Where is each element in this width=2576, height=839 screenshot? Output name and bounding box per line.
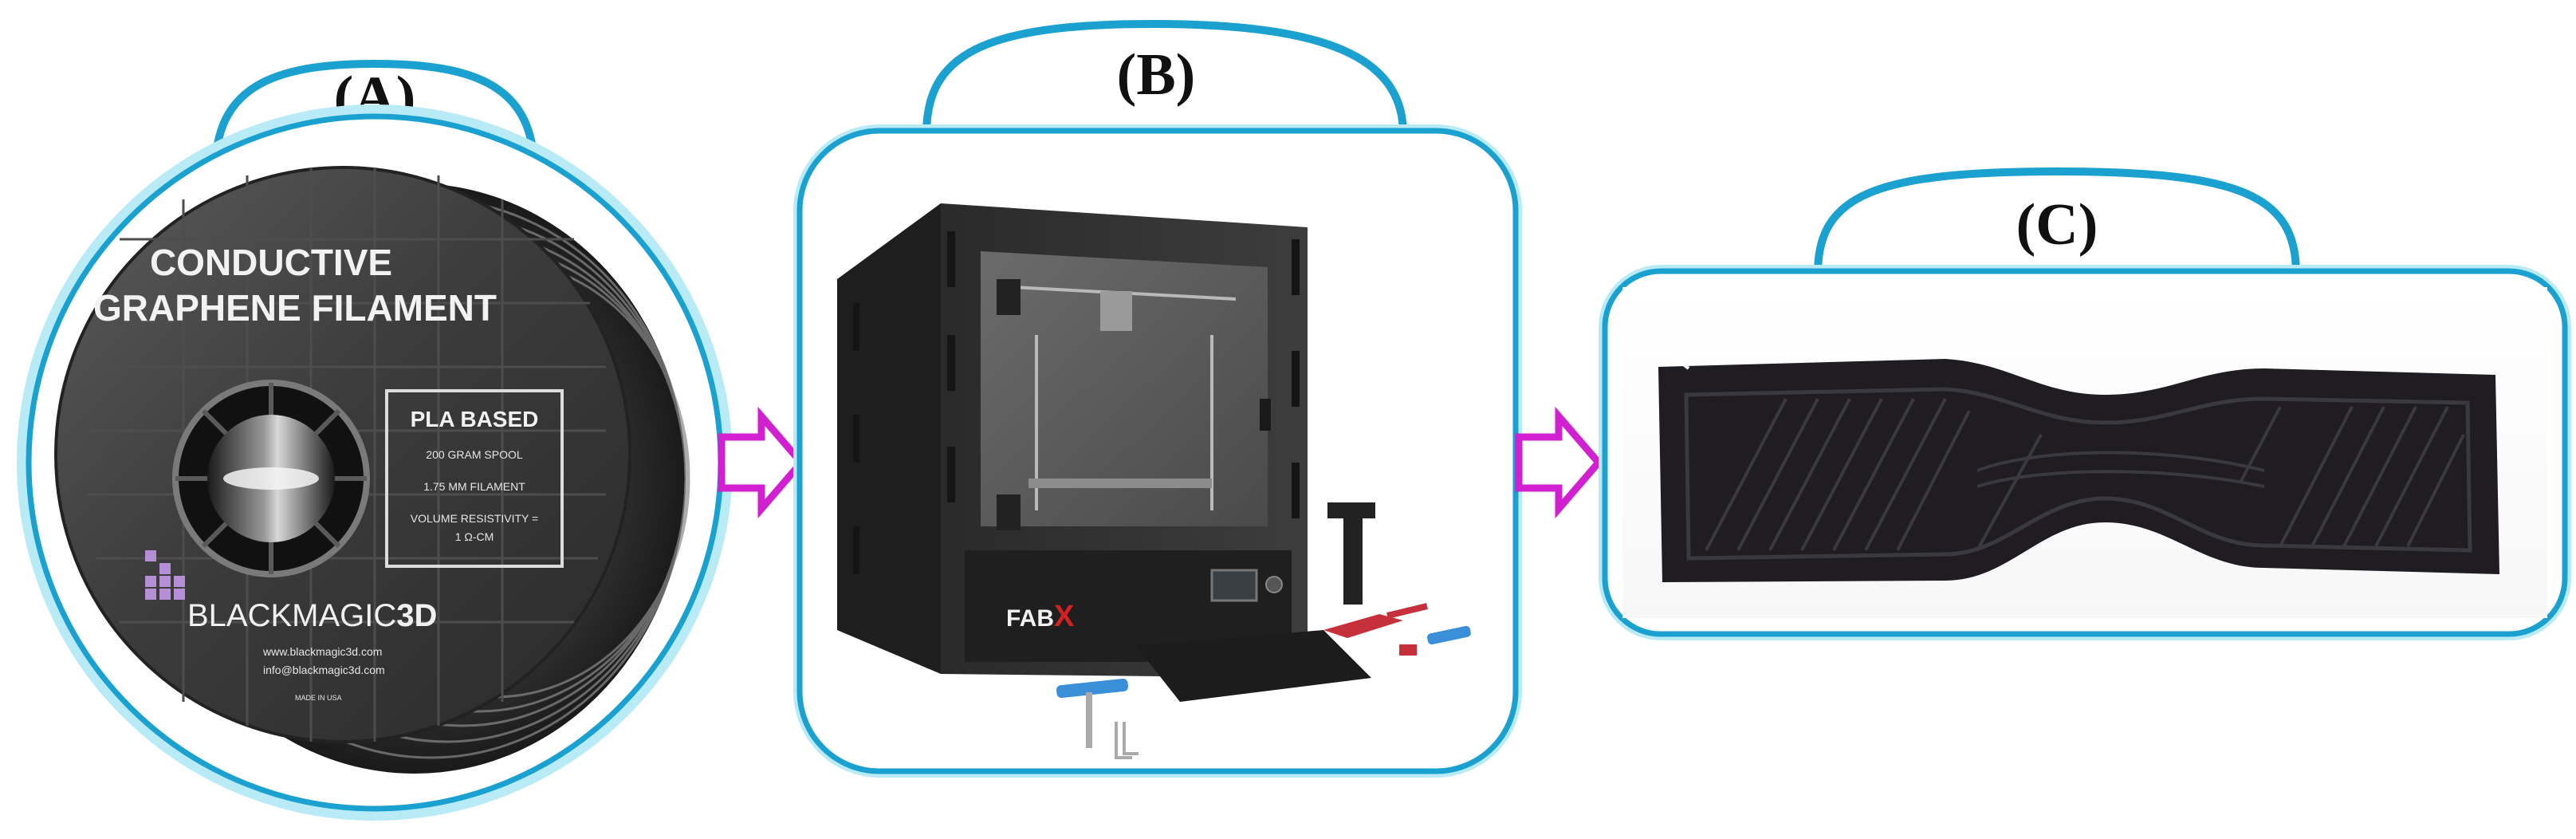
panel-b-tab bbox=[922, 19, 1407, 135]
arrow-b-to-c-icon bbox=[1515, 406, 1603, 519]
tool-t-wrench-icon bbox=[1056, 678, 1128, 748]
printer-brand: FABX bbox=[1006, 600, 1075, 633]
filament-spool-image: CONDUCTIVE GRAPHENE FILAMENT PLA BASED 2… bbox=[54, 166, 690, 774]
spool-info-line4: 1 Ω-CM bbox=[455, 530, 494, 543]
build-plate bbox=[1136, 630, 1371, 702]
3d-printer-image: FABX bbox=[837, 203, 1471, 759]
panel-c: (C) bbox=[1599, 167, 2571, 640]
tool-pliers-icon bbox=[1323, 603, 1428, 638]
spool-info-line1: 200 GRAM SPOOL bbox=[426, 448, 523, 461]
panel-b-label: (B) bbox=[1117, 42, 1196, 108]
spool-info-title: PLA BASED bbox=[411, 407, 539, 431]
panel-c-label: (C) bbox=[2016, 192, 2098, 258]
printer-knob bbox=[1265, 576, 1283, 593]
arrow-a-to-b-icon bbox=[718, 406, 806, 519]
panel-a: (A) CONDUCTIVE GRAPHENE FILAME bbox=[17, 59, 733, 821]
tool-spatula-icon bbox=[1427, 625, 1471, 645]
spool-title-line2: GRAPHENE FILAMENT bbox=[93, 287, 497, 329]
printed-dogbone-specimen-image bbox=[1622, 287, 2547, 618]
printer-lcd bbox=[1210, 569, 1258, 602]
panel-c-tab bbox=[1814, 167, 2300, 274]
made-in: MADE IN USA bbox=[295, 694, 342, 702]
tool-hex-keys-icon bbox=[1115, 722, 1139, 759]
spool-info-box bbox=[385, 389, 564, 568]
brand-logo-icon bbox=[145, 550, 185, 600]
brand-email: info@blackmagic3d.com bbox=[263, 664, 385, 676]
panel-b: (B) bbox=[793, 19, 1522, 778]
spool-title-line1: CONDUCTIVE bbox=[150, 242, 392, 283]
spool-info-line2: 1.75 MM FILAMENT bbox=[423, 480, 525, 493]
brand-name: BLACKMAGIC3D bbox=[187, 598, 437, 633]
filament-holder bbox=[1327, 502, 1375, 605]
brand-website: www.blackmagic3d.com bbox=[262, 645, 382, 658]
spool-info-line3: VOLUME RESISTIVITY = bbox=[411, 512, 538, 525]
tool-part-icon bbox=[1399, 644, 1417, 656]
